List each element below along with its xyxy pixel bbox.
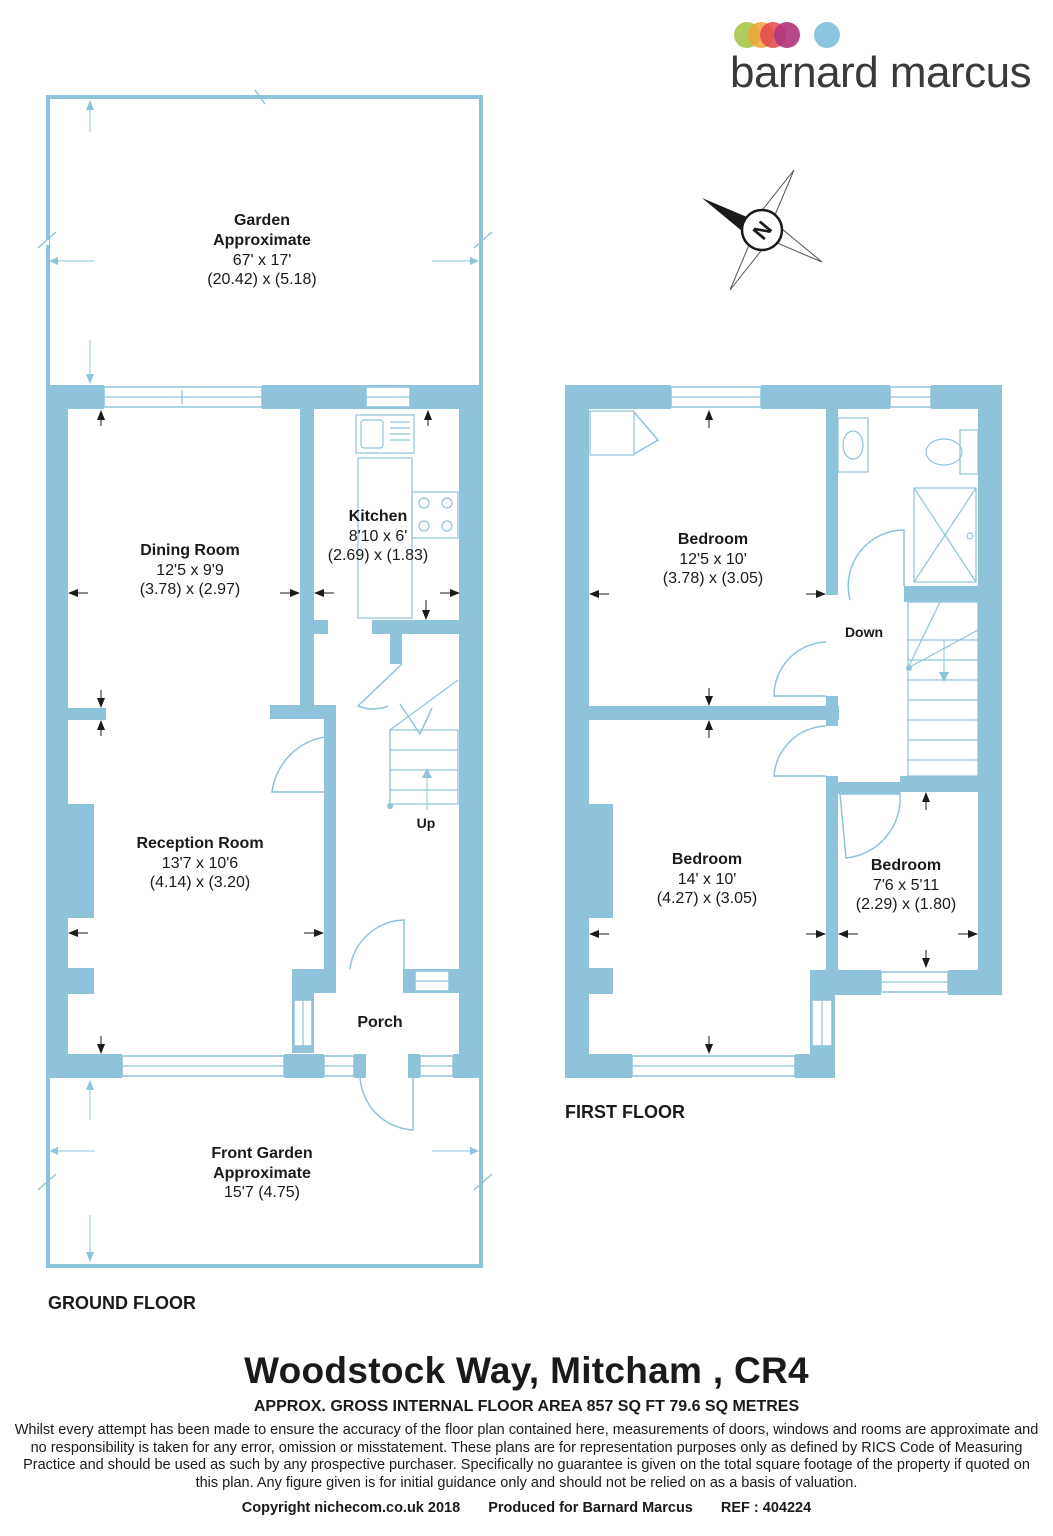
bedroom-rear-imperial: 12'5 x 10': [679, 551, 747, 568]
first-floor-plan: Bedroom 12'5 x 10' (3.78) x (3.05) Down …: [565, 385, 1002, 1122]
stairs-down-label: Down: [845, 624, 883, 640]
bedroom-front-metric: (4.27) x (3.05): [657, 890, 757, 907]
bedroom-small-name: Bedroom: [871, 857, 941, 874]
dining-room-imperial: 12'5 x 9'9: [156, 562, 224, 579]
bedroom-small-metric: (2.29) x (1.80): [856, 896, 956, 913]
footer: Woodstock Way, Mitcham , CR4 APPROX. GRO…: [0, 1340, 1053, 1516]
reception-room-name: Reception Room: [136, 835, 263, 852]
garden-name: Garden: [234, 212, 290, 229]
ground-floor-dimension-arrows: [68, 410, 460, 1054]
reception-room-metric: (4.14) x (3.20): [150, 874, 250, 891]
bedroom-small-imperial: 7'6 x 5'11: [873, 877, 939, 894]
bedroom-rear-name: Bedroom: [678, 531, 748, 548]
copyright: Copyright nichecom.co.uk 2018: [241, 1500, 461, 1516]
reception-room-imperial: 13'7 x 10'6: [162, 855, 238, 872]
ground-floor-plan: Garden Approximate 67' x 17' (20.42) x (…: [37, 89, 493, 1313]
bedroom-rear-metric: (3.78) x (3.05): [663, 570, 763, 587]
first-floor-windows: [631, 386, 949, 1077]
first-floor-walls: [565, 385, 1002, 1078]
kitchen-imperial: 8'10 x 6': [349, 528, 408, 545]
kitchen-fixtures: [355, 414, 459, 619]
front-garden-dimension: 15'7 (4.75): [224, 1184, 300, 1201]
reference: REF : 404224: [720, 1500, 812, 1516]
front-garden-name: Front Garden: [211, 1145, 312, 1162]
front-garden-outline: [37, 1078, 493, 1268]
porch-name: Porch: [357, 1014, 402, 1031]
stairs-up-label: Up: [417, 815, 436, 831]
garden-outline: [37, 89, 493, 388]
brand-logo: barnard marcus: [730, 18, 1040, 108]
garden-dimension-arrows: [49, 100, 479, 384]
bedroom-front-imperial: 14' x 10': [678, 871, 737, 888]
disclaimer: Whilst every attempt has been made to en…: [14, 1422, 1039, 1491]
compass-icon: N: [702, 169, 823, 291]
first-floor-stairs: [906, 601, 979, 777]
first-floor-label: FIRST FLOOR: [565, 1102, 685, 1122]
brand-name: barnard marcus: [730, 48, 1032, 97]
ground-floor-windows: [103, 386, 454, 1077]
ground-floor-label: GROUND FLOOR: [48, 1293, 196, 1313]
produced-for: Produced for Barnard Marcus: [488, 1500, 693, 1516]
bedroom-front-name: Bedroom: [672, 851, 742, 868]
ground-stairs: [387, 679, 459, 810]
logo-dot-purple-icon: [774, 22, 800, 48]
ground-floor-doors: [271, 663, 433, 1131]
ground-floor-walls: [46, 385, 483, 1078]
credits: Copyright nichecom.co.uk 2018 Produced f…: [0, 1500, 1053, 1516]
floor-area: APPROX. GROSS INTERNAL FLOOR AREA 857 SQ…: [253, 1398, 800, 1415]
property-title: Woodstock Way, Mitcham , CR4: [244, 1350, 809, 1391]
logo-dot-blue-icon: [814, 22, 840, 48]
first-floor-dimension-arrows: [589, 410, 978, 1054]
garden-qualifier: Approximate: [213, 232, 311, 249]
bathroom-fixtures: [589, 410, 979, 583]
first-floor-doors: [773, 529, 905, 859]
dining-room-metric: (3.78) x (2.97): [140, 581, 240, 598]
dining-room-name: Dining Room: [140, 542, 240, 559]
kitchen-metric: (2.69) x (1.83): [328, 547, 428, 564]
garden-imperial: 67' x 17': [233, 252, 292, 269]
front-garden-qualifier: Approximate: [213, 1165, 311, 1182]
kitchen-name: Kitchen: [349, 508, 408, 525]
garden-metric: (20.42) x (5.18): [207, 271, 316, 288]
